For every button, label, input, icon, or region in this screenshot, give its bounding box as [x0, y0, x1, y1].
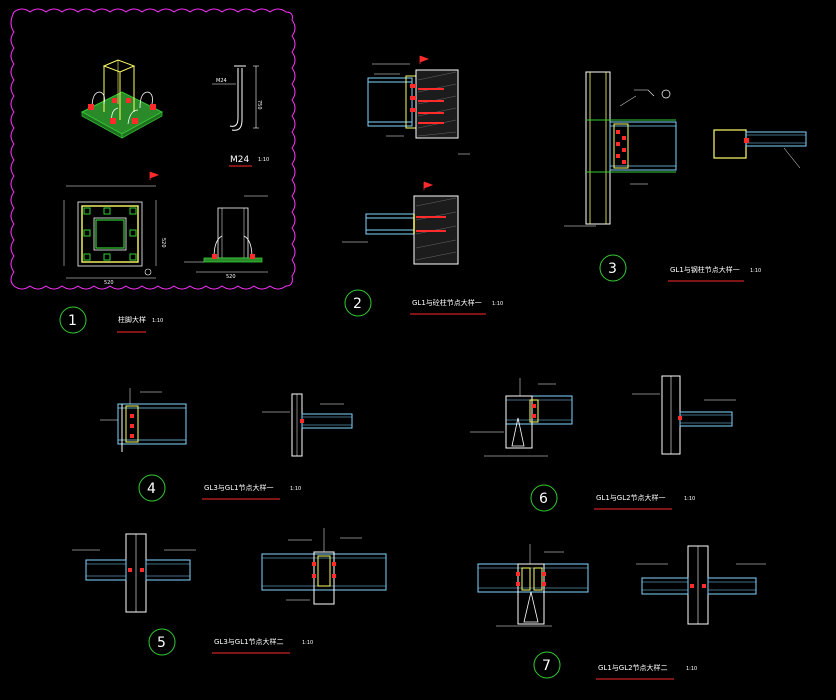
detail-1-group: 750 M24 M24 1:10 520 520 [10, 8, 296, 334]
detail-2-number: 2 [353, 296, 362, 312]
detail-7-scale: 1:10 [686, 666, 697, 672]
plan-side-dim: 520 [160, 238, 166, 248]
detail-7-title: GL1与GL2节点大样二 [598, 663, 668, 672]
detail-4-title: GL3与GL1节点大样一 [204, 483, 274, 492]
detail-7-number: 7 [542, 658, 551, 674]
detail-4-marker [138, 474, 166, 502]
detail-5-number: 5 [157, 635, 166, 651]
detail-6-title: GL1与GL2节点大样一 [596, 493, 666, 502]
anchor-title: M24 [230, 155, 249, 165]
detail-1-number: 1 [68, 313, 77, 329]
column-base-plan: 520 520 [63, 171, 166, 286]
column-base-isometric [80, 59, 164, 139]
detail-4-group: 4 GL3与GL1节点大样一 1:10 [100, 388, 353, 502]
detail-7-marker [533, 651, 561, 679]
detail-2-marker [344, 289, 372, 317]
detail-3-title: GL1与钢柱节点大样一 [670, 265, 740, 274]
column-base-elevation: 520 [184, 195, 268, 280]
detail-3-marker [599, 254, 627, 282]
anchor-bolt-detail: 750 M24 M24 1:10 [212, 65, 269, 167]
detail-7-group: 7 GL1与GL2节点大样二 1:10 [477, 544, 766, 680]
detail-6-group: 6 GL1与GL2节点大样一 1:10 [470, 375, 736, 512]
plan-width-dim: 520 [104, 280, 114, 286]
detail-2-group: 2 GL1与砼柱节点大样一 1:10 [342, 55, 503, 317]
detail-5-group: 5 GL3与GL1节点大样二 1:10 [72, 528, 387, 656]
detail-3-scale: 1:10 [750, 268, 761, 274]
detail-2-title: GL1与砼柱节点大样一 [412, 298, 482, 307]
revision-cloud [10, 8, 296, 290]
anchor-size-label: M24 [216, 78, 227, 84]
detail-3-number: 3 [608, 261, 617, 277]
detail-3-group: 3 GL1与钢柱节点大样一 1:10 [564, 71, 807, 282]
anchor-length-dim: 750 [256, 100, 262, 110]
elev-width-dim: 520 [226, 274, 236, 280]
detail-1-title: 柱脚大样 [118, 315, 146, 324]
detail-2-scale: 1:10 [492, 301, 503, 307]
detail-4-scale: 1:10 [290, 486, 301, 492]
detail-5-title: GL3与GL1节点大样二 [214, 637, 284, 646]
detail-6-marker [530, 484, 558, 512]
detail-6-number: 6 [539, 491, 548, 507]
anchor-scale: 1:10 [258, 157, 269, 163]
detail-5-marker [148, 628, 176, 656]
detail-5-scale: 1:10 [302, 640, 313, 646]
detail-4-number: 4 [147, 481, 156, 497]
detail-1-marker [59, 306, 87, 334]
detail-1-scale: 1:10 [152, 318, 163, 324]
detail-6-scale: 1:10 [684, 496, 695, 502]
